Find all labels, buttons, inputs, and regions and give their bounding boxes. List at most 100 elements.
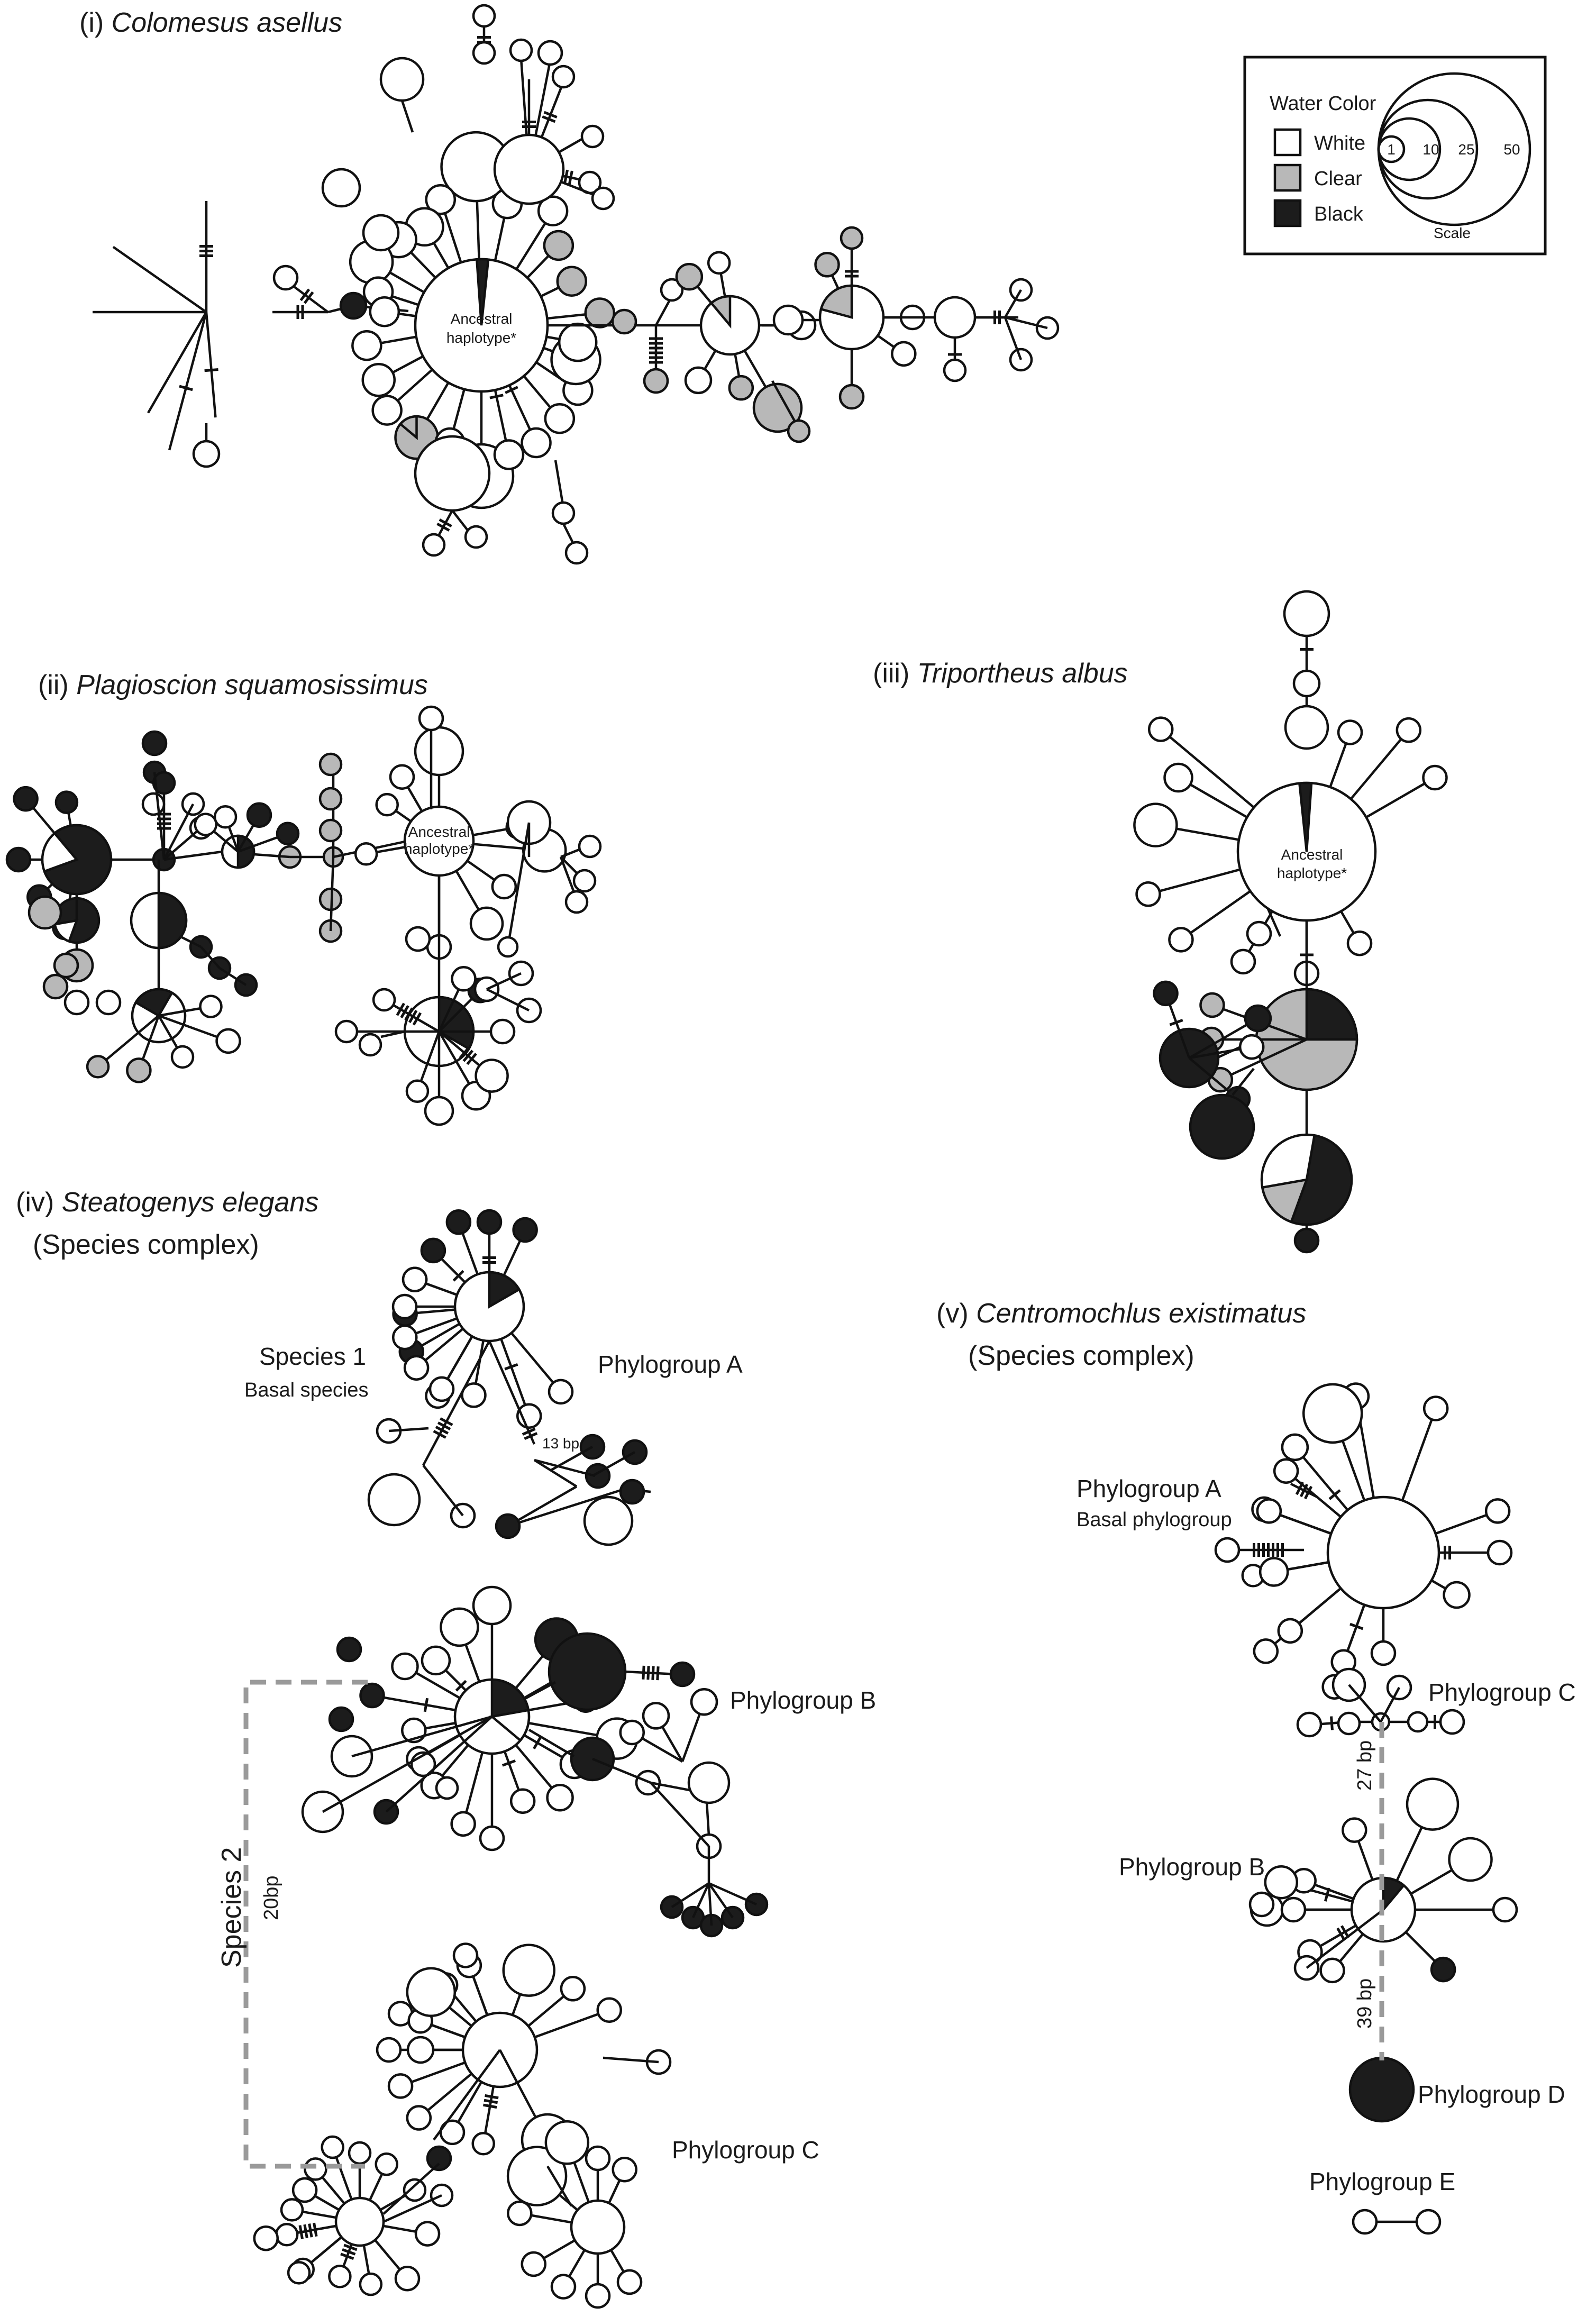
haplotype-node <box>546 1783 574 1812</box>
mutation-tick <box>179 385 193 391</box>
haplotype-node <box>619 1479 645 1505</box>
haplotype-node <box>359 1682 385 1709</box>
network-edge <box>533 1459 578 1488</box>
panel-v-subtitle: (Species complex) <box>968 1340 1194 1371</box>
haplotype-node <box>1153 980 1179 1007</box>
haplotype-node <box>424 1096 454 1126</box>
haplotype-node <box>479 1825 505 1851</box>
network-edge <box>97 1015 160 1068</box>
haplotype-node <box>1302 1383 1363 1444</box>
haplotype-node <box>272 264 299 291</box>
network-edge <box>546 2165 572 2207</box>
network-triportheus-albus <box>1133 590 1448 1254</box>
haplotype-wedge <box>437 996 475 1051</box>
haplotype-node <box>369 296 400 327</box>
haplotype-node <box>537 40 563 66</box>
haplotype-node <box>336 1636 362 1663</box>
haplotype-node <box>558 322 598 362</box>
panel-i-center-label-1: Ancestral <box>451 311 513 327</box>
network-edge <box>385 1716 493 1813</box>
haplotype-node <box>1293 1227 1320 1254</box>
haplotype-node <box>13 786 39 812</box>
haplotype-node <box>287 2261 311 2285</box>
haplotype-wedge <box>1305 988 1358 1041</box>
haplotype-node <box>660 278 684 302</box>
haplotype-wedge <box>489 1709 531 1743</box>
haplotype-node <box>275 2223 299 2247</box>
haplotype-node <box>422 533 446 557</box>
haplotype-node <box>472 4 496 28</box>
haplotype-node <box>838 384 865 410</box>
haplotype-node <box>1283 590 1330 637</box>
network-edge <box>1219 1038 1307 1081</box>
mutation-tick <box>204 368 218 372</box>
haplotype-node <box>351 330 382 361</box>
haplotype-node <box>1352 2209 1378 2235</box>
haplotype-node <box>933 296 977 339</box>
haplotype-node <box>1280 1896 1307 1923</box>
haplotype-node <box>489 1018 516 1045</box>
mutation-tick <box>303 2224 308 2239</box>
haplotype-node <box>358 1033 382 1057</box>
legend-swatch-black <box>1273 199 1302 227</box>
haplotype-node <box>141 792 166 816</box>
haplotype-wedge <box>1261 1178 1309 1224</box>
haplotype-node <box>752 382 803 433</box>
haplotype-node <box>787 419 811 443</box>
haplotype-node <box>616 2269 643 2295</box>
mutation-tick <box>437 1421 451 1430</box>
haplotype-node <box>318 787 343 811</box>
haplotype-node <box>1319 1957 1345 1984</box>
haplotype-node <box>544 2120 590 2165</box>
network-edge <box>650 1782 710 1847</box>
haplotype-node <box>1264 1865 1299 1900</box>
haplotype-node <box>1448 1837 1493 1882</box>
mutation-tick <box>522 1427 536 1436</box>
mutation-tick <box>1169 1019 1183 1026</box>
haplotype-node <box>375 2152 398 2176</box>
haplotype-node <box>578 834 602 859</box>
haplotype-node <box>1248 1891 1275 1918</box>
haplotype-node <box>1337 1711 1361 1736</box>
network-edge <box>322 1716 493 1813</box>
mutation-tick <box>646 1666 650 1680</box>
haplotype-wedge <box>43 824 113 896</box>
mutation-tick <box>462 1050 474 1062</box>
haplotype-node <box>585 2145 611 2172</box>
haplotype-node <box>1135 881 1161 907</box>
haplotype-node <box>707 251 731 275</box>
panel-ii-center-label-1: Ancestral <box>408 824 470 840</box>
mutation-tick <box>543 111 558 118</box>
network-edge <box>351 1715 493 1758</box>
mutation-tick <box>1295 1481 1304 1495</box>
haplotype-node <box>321 2135 344 2159</box>
haplotype-node <box>405 926 431 952</box>
legend-scale-50: 50 <box>1503 141 1520 158</box>
v-phylogroup-e-label: Phylogroup E <box>1309 2168 1455 2195</box>
panel-iii-title: (iii) Triportheus albus <box>873 658 1128 689</box>
haplotype-node <box>728 375 754 401</box>
haplotype-node <box>394 2265 421 2292</box>
species-2-dashed-link <box>243 1680 368 2169</box>
haplotype-node <box>379 57 425 102</box>
haplotype-node <box>1253 1638 1279 1664</box>
haplotype-node <box>943 358 967 382</box>
network-colomesus-asellus <box>93 4 1060 565</box>
haplotype-node <box>612 2156 637 2183</box>
haplotype-node <box>476 1209 503 1235</box>
panel-i-center-label-2: haplotype* <box>446 330 516 346</box>
panel-iv-subtitle: (Species complex) <box>33 1229 259 1260</box>
haplotype-node <box>675 262 704 291</box>
network-edge <box>388 1427 429 1433</box>
haplotype-node <box>421 1645 451 1676</box>
haplotype-wedge <box>134 988 174 1018</box>
network-edge <box>591 1451 636 1477</box>
mutation-tick <box>642 1665 645 1680</box>
panel-iii-center-label-1: Ancestral <box>1281 846 1343 863</box>
haplotype-node <box>213 805 238 829</box>
haplotype-node <box>141 730 168 756</box>
v-phylogroup-d-label: Phylogroup D <box>1418 2081 1565 2108</box>
mutation-tick <box>436 523 450 532</box>
network-edge <box>671 1882 710 1908</box>
legend-swatch-white <box>1273 128 1302 157</box>
